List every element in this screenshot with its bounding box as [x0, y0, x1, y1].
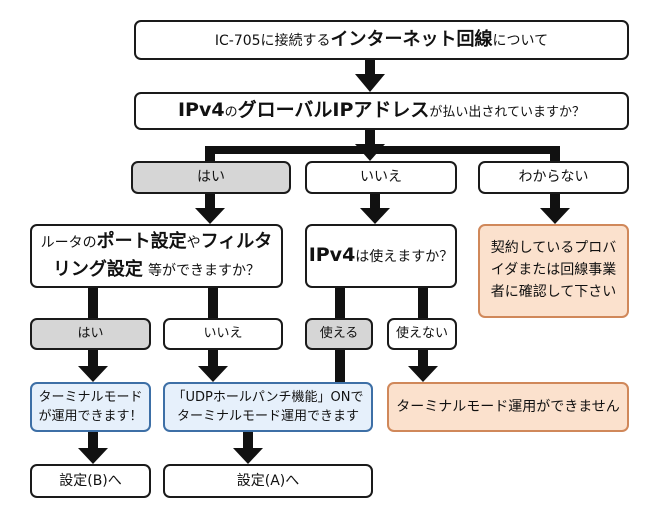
result-udp-line1: 「UDPホールパンチ機能」ONで — [172, 389, 364, 405]
question-rest: が払い出されていますか？ — [429, 105, 586, 121]
answer-no-label: いいえ — [360, 169, 402, 186]
topic-suffix: について — [492, 32, 549, 49]
settings-a-box: 設定(A)へ — [163, 464, 373, 498]
answer-yes-global: はい — [131, 161, 291, 194]
question-ipv4-box: IPv4は使えますか？ — [305, 224, 457, 288]
ipv4-q-emph: IPv4 — [308, 244, 356, 267]
answer-usable-label: 使える — [319, 326, 359, 342]
answer-unknown-global: わからない — [478, 161, 629, 194]
question-no: の — [224, 105, 238, 121]
router-q-rest: 等ができますか？ — [148, 263, 261, 279]
answer-no-router-label: いいえ — [203, 326, 243, 342]
topic-prefix: IC-705に接続する — [214, 32, 331, 49]
result-terminal-unavailable-text: ターミナルモード運用ができません — [396, 398, 620, 415]
topic-box: IC-705に接続するインターネット回線について — [134, 20, 629, 60]
contact-provider-box: 契約しているプロバイダまたは回線事業者に確認して下さい — [478, 224, 629, 318]
result-terminal-unavailable-box: ターミナルモード運用ができません — [387, 382, 629, 432]
settings-a-label: 設定(A)へ — [236, 472, 300, 489]
answer-usable: 使える — [305, 318, 373, 350]
router-q-part1: ルータの — [40, 235, 97, 252]
result-udp-holepunch-box: 「UDPホールパンチ機能」ONで ターミナルモード運用できます — [163, 382, 373, 432]
result-udp-line2: ターミナルモード運用できます — [176, 409, 359, 424]
ipv4-q-rest: は使えますか？ — [355, 249, 454, 266]
router-q-ring: リング設定 — [52, 259, 143, 280]
answer-unusable-label: 使えない — [395, 326, 448, 342]
question-global-ip: グローバルIPアドレス — [237, 99, 430, 122]
result-terminal-ok-line2: が運用できます！ — [38, 409, 143, 424]
answer-unknown-label: わからない — [518, 169, 589, 186]
settings-b-box: 設定(B)へ — [30, 464, 151, 498]
answer-yes-label: はい — [197, 169, 225, 186]
answer-no-global: いいえ — [305, 161, 457, 194]
router-q-ya: や — [186, 235, 201, 252]
question-router-box: ルータのポート設定やフィルタ リング設定 等ができますか？ — [30, 224, 283, 288]
contact-provider-text: 契約しているプロバイダまたは回線事業者に確認して下さい — [490, 240, 617, 300]
result-terminal-ok-line1: ターミナルモード — [38, 389, 143, 405]
answer-yes-router: はい — [30, 318, 151, 350]
question-global-ip-box: IPv4のグローバルIPアドレスが払い出されていますか？ — [134, 92, 629, 130]
answer-no-router: いいえ — [163, 318, 283, 350]
answer-yes-router-label: はい — [77, 326, 104, 342]
router-q-port: ポート設定 — [96, 231, 187, 253]
question-ipv4: IPv4 — [177, 99, 225, 122]
router-q-filter: フィルタ — [200, 231, 273, 253]
settings-b-label: 設定(B)へ — [59, 472, 122, 489]
answer-unusable: 使えない — [387, 318, 457, 350]
result-terminal-ok-box: ターミナルモード が運用できます！ — [30, 382, 151, 432]
topic-emphasis: インターネット回線 — [330, 28, 493, 50]
